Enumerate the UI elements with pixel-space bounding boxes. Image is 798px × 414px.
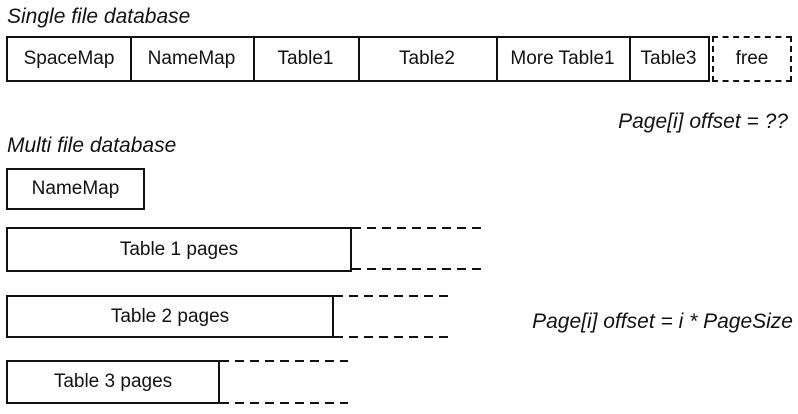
file-box-namemap-label: NameMap	[31, 178, 120, 199]
cell-table2: Table2	[399, 48, 455, 69]
cell-divider	[358, 38, 360, 80]
file-box-namemap: NameMap	[6, 168, 145, 210]
table3-overflow-dash-bottom	[220, 402, 348, 404]
file-box-table1-pages: Table 1 pages	[6, 227, 352, 272]
cell-table3: Table3	[640, 48, 697, 69]
table2-overflow-dash-top	[334, 295, 448, 297]
cell-divider	[496, 38, 498, 80]
free-space-box: free	[712, 36, 792, 82]
table2-overflow-dash-bottom	[334, 336, 448, 338]
table1-overflow-dash-bottom	[352, 268, 485, 270]
file-box-table2-label: Table 2 pages	[110, 306, 230, 327]
cell-more-table1: More Table1	[510, 48, 615, 69]
free-space-label: free	[735, 48, 769, 69]
table3-overflow-dash-top	[220, 360, 348, 362]
file-box-table3-pages: Table 3 pages	[6, 360, 220, 404]
file-box-table1-label: Table 1 pages	[119, 239, 239, 260]
single-file-offset-note: Page[i] offset = ??	[618, 110, 788, 133]
multi-file-title: Multi file database	[7, 134, 177, 157]
table1-overflow-dash-top	[352, 227, 485, 229]
single-file-title: Single file database	[7, 5, 191, 28]
multi-file-offset-note: Page[i] offset = i * PageSize	[532, 310, 793, 333]
file-box-table2-pages: Table 2 pages	[6, 295, 334, 338]
cell-divider	[629, 38, 631, 80]
cell-divider	[130, 38, 132, 80]
cell-namemap: NameMap	[147, 48, 236, 69]
file-box-table3-label: Table 3 pages	[53, 371, 173, 392]
cell-divider	[253, 38, 255, 80]
single-file-row: SpaceMap NameMap Table1 Table2 More Tabl…	[6, 36, 710, 82]
cell-spacemap: SpaceMap	[23, 48, 115, 69]
cell-table1: Table1	[277, 48, 334, 69]
